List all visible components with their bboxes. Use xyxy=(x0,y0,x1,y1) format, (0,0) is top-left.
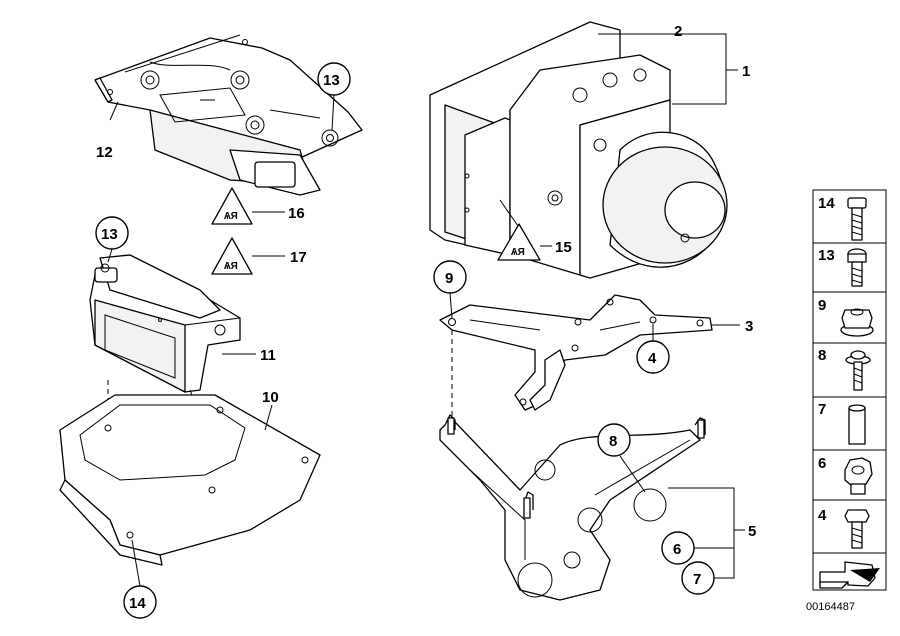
callout-11: 11 xyxy=(260,347,276,364)
callout-13b: 13 xyxy=(101,226,118,243)
callout-14-circle xyxy=(123,585,157,619)
legend-label-4: 4 xyxy=(818,507,827,524)
callout-14: 14 xyxy=(129,595,146,612)
callout-1: 1 xyxy=(742,63,750,80)
leader-2 xyxy=(598,33,727,105)
leader-10 xyxy=(264,404,273,431)
legend-label-14: 14 xyxy=(818,195,835,212)
sensor-module-11 xyxy=(89,254,241,393)
callout-5: 5 xyxy=(748,523,756,540)
bolt-icon xyxy=(847,197,867,241)
leader-15a xyxy=(499,199,519,227)
svg-text:ѦЯ: ѦЯ xyxy=(223,211,238,222)
sleeve-icon xyxy=(848,404,866,445)
flange-nut-icon xyxy=(840,308,874,337)
leader-12 xyxy=(109,101,119,121)
warning-label-15-icon: ѦЯ xyxy=(497,223,541,261)
leader-5 xyxy=(668,487,735,579)
callout-16: 16 xyxy=(288,205,305,222)
diagram-code: 00164487 xyxy=(806,601,855,613)
warning-label-16-icon: ѦЯ xyxy=(211,187,253,225)
leader-14 xyxy=(131,539,141,587)
bracket-3 xyxy=(439,294,713,411)
legend-label-8: 8 xyxy=(818,347,826,364)
screw-with-washer-icon xyxy=(845,350,871,391)
callout-7: 7 xyxy=(693,571,701,588)
callout-7-circle xyxy=(681,561,715,595)
leader-8 xyxy=(619,455,646,493)
torx-screw-icon xyxy=(847,248,867,287)
callout-8-circle xyxy=(597,423,631,457)
mounting-plate-10 xyxy=(59,394,321,566)
callout-9: 9 xyxy=(445,270,453,287)
grommet-icon xyxy=(844,457,873,495)
callout-8: 8 xyxy=(609,433,617,450)
legend-label-6: 6 xyxy=(818,455,826,472)
leader-13b xyxy=(107,248,113,263)
callout-10: 10 xyxy=(262,389,279,406)
legend-label-13: 13 xyxy=(818,247,835,264)
hex-bolt-icon xyxy=(844,509,870,549)
legend-label-7: 7 xyxy=(818,401,826,418)
callout-3: 3 xyxy=(745,318,753,335)
svg-text:ѦЯ: ѦЯ xyxy=(223,261,238,272)
callout-6: 6 xyxy=(673,541,681,558)
callout-15: 15 xyxy=(555,239,572,256)
lower-bracket-5 xyxy=(439,414,706,601)
callout-2: 2 xyxy=(674,23,682,40)
legend-label-9: 9 xyxy=(818,297,826,314)
leader-13a xyxy=(331,94,335,131)
callout-17: 17 xyxy=(290,249,307,266)
control-unit-bracket-assembly xyxy=(94,34,363,196)
callout-12: 12 xyxy=(96,144,113,161)
warning-label-17-icon: ѦЯ xyxy=(211,237,253,275)
leader-9 xyxy=(449,292,453,319)
exploded-view-arrow-icon xyxy=(819,561,880,589)
callout-6-circle xyxy=(661,531,695,565)
callout-4: 4 xyxy=(648,350,657,367)
svg-text:ѦЯ: ѦЯ xyxy=(510,247,525,258)
hydraulic-unit-1 xyxy=(429,21,728,279)
callout-13a: 13 xyxy=(323,72,340,89)
